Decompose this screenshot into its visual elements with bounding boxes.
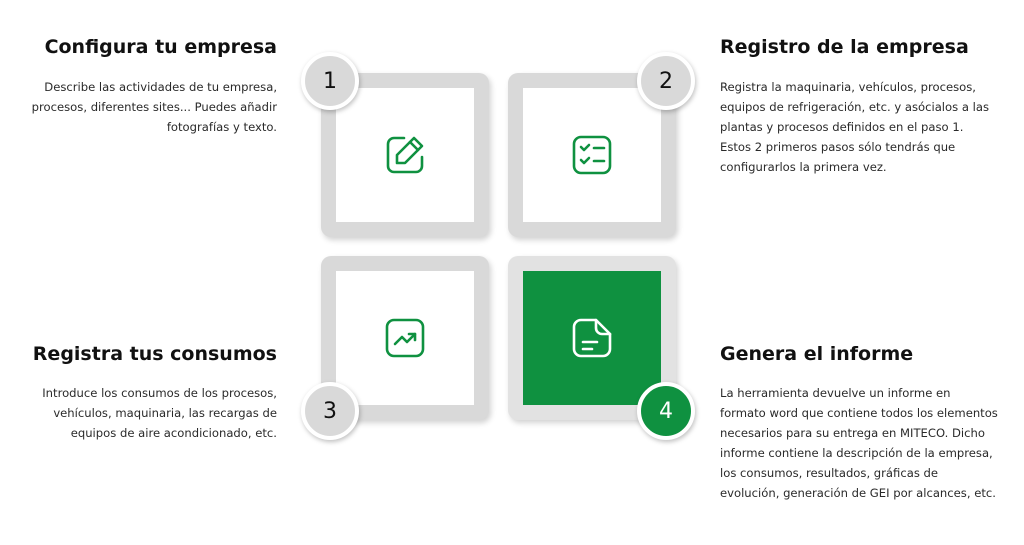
pencil-edit-icon xyxy=(386,136,424,174)
step-2-description: Registra la maquinaria, vehículos, proce… xyxy=(720,80,990,174)
step-3-number-badge: 3 xyxy=(301,382,359,440)
step-4-tile-fill xyxy=(523,271,661,405)
step-4-number-badge: 4 xyxy=(637,382,695,440)
step-1-tile xyxy=(321,73,489,237)
step-1-number-badge: 1 xyxy=(301,52,359,110)
checklist-icon xyxy=(572,135,612,175)
step-4-title: Genera el informe xyxy=(720,343,914,365)
document-icon xyxy=(572,318,612,358)
trend-up-icon xyxy=(385,318,425,358)
step-2-number-badge: 2 xyxy=(637,52,695,110)
step-3-title: Registra tus consumos xyxy=(32,343,277,365)
step-4-tile xyxy=(508,256,676,420)
step-2-title: Registro de la empresa xyxy=(720,36,969,58)
step-1-description: Describe las actividades de tu empresa, … xyxy=(31,80,277,134)
step-3-description: Introduce los consumos de los procesos, … xyxy=(42,386,277,440)
step-1-title: Configura tu empresa xyxy=(44,36,277,58)
step-4-description: La herramienta devuelve un informe en fo… xyxy=(720,386,998,500)
